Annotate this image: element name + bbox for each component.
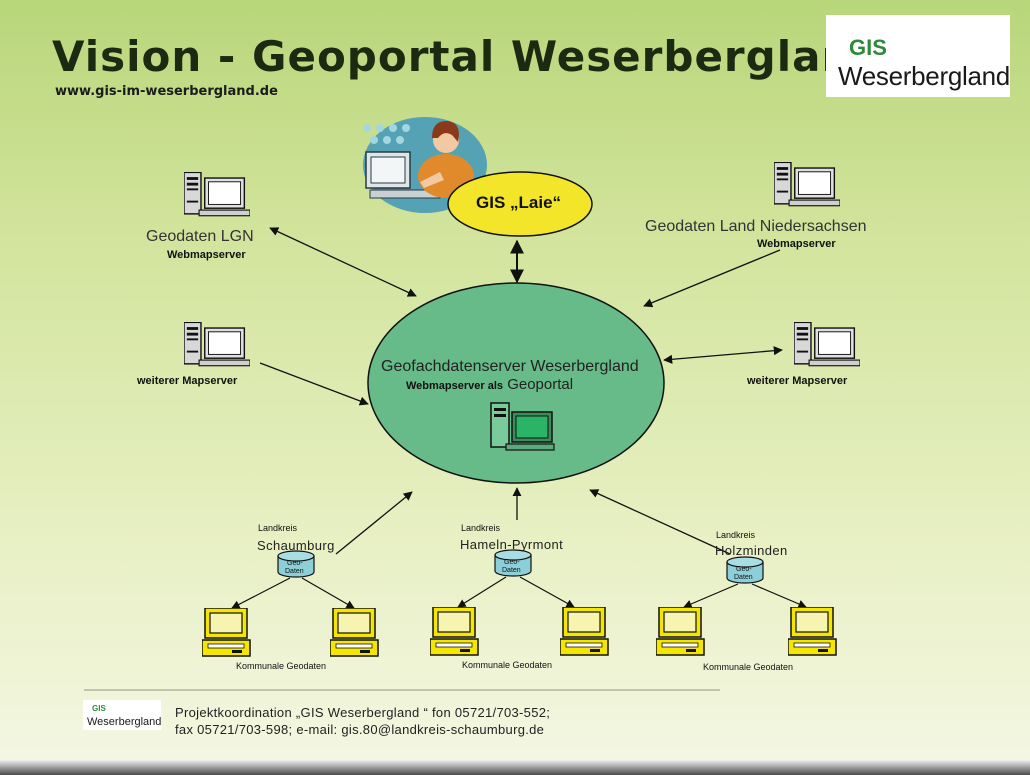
db-holzminden-l1: Geo- bbox=[736, 566, 752, 573]
db-holzminden-l2: Daten bbox=[734, 574, 753, 581]
server-icon-right bbox=[794, 322, 860, 367]
footer-logo-weserbergland-text: Weserbergland bbox=[87, 716, 162, 728]
nds-sub: Webmapserver bbox=[757, 238, 836, 250]
district-holzminden-small: Landkreis bbox=[716, 530, 756, 540]
laie-illustration bbox=[363, 117, 487, 213]
db-schaumburg-l1: Geo- bbox=[287, 560, 303, 567]
left-mapserver-label: weiterer Mapserver bbox=[137, 375, 238, 387]
geoportal-server-icon bbox=[490, 402, 555, 451]
footer-logo bbox=[83, 700, 161, 730]
district-holzminden-footer: Kommunale Geodaten bbox=[703, 662, 794, 672]
db-hameln-l1: Geo- bbox=[504, 559, 520, 566]
bottom-bar bbox=[0, 760, 1030, 775]
district-schaumburg-name: Schaumburg bbox=[257, 538, 335, 553]
logo-gis-text: GIS bbox=[849, 35, 887, 60]
laie-label: GIS „Laie“ bbox=[476, 193, 562, 212]
geoportal-subtitle: Webmapserver als Geoportal bbox=[406, 376, 573, 394]
district-hameln-small: Landkreis bbox=[461, 523, 501, 533]
footer-contact-line1: Projektkoordination „GIS Weserbergland “… bbox=[175, 705, 551, 720]
district-group-holzminden bbox=[656, 556, 837, 656]
server-icon-left bbox=[184, 322, 250, 367]
right-mapserver-label: weiterer Mapserver bbox=[747, 375, 848, 387]
logo bbox=[826, 15, 1010, 97]
website-url: www.gis-im-weserbergland.de bbox=[55, 84, 278, 99]
footer-logo-gis-text: GIS bbox=[92, 704, 106, 713]
geoportal-title: Geofachdatenserver Weserbergland bbox=[381, 358, 639, 375]
laie-ellipse bbox=[447, 171, 593, 237]
lgn-name: Geodaten LGN bbox=[146, 228, 254, 245]
district-group-schaumburg bbox=[202, 550, 379, 657]
page-title: Vision - Geoportal Weserbergland bbox=[52, 32, 884, 81]
footer-contact-line2: fax 05721/703-598; e-mail: gis.80@landkr… bbox=[175, 722, 545, 737]
nds-name: Geodaten Land Niedersachsen bbox=[645, 218, 867, 235]
logo-weserbergland-text: Weserbergland bbox=[838, 61, 1010, 91]
district-schaumburg-footer: Kommunale Geodaten bbox=[236, 661, 327, 671]
geoportal-subtitle-rest: Geoportal bbox=[503, 376, 574, 393]
geoportal-subtitle-bold: Webmapserver als bbox=[406, 380, 504, 392]
server-icon-lgn bbox=[184, 172, 250, 217]
district-schaumburg-small: Landkreis bbox=[258, 523, 298, 533]
db-schaumburg-l2: Daten bbox=[285, 568, 304, 575]
district-hameln-footer: Kommunale Geodaten bbox=[462, 660, 553, 670]
lgn-sub: Webmapserver bbox=[167, 249, 246, 261]
db-hameln-l2: Daten bbox=[502, 567, 521, 574]
district-hameln-name: Hameln-Pyrmont bbox=[460, 537, 564, 552]
district-holzminden-name: Holzminden bbox=[715, 543, 788, 558]
server-icon-nds bbox=[774, 162, 840, 207]
district-group-hameln bbox=[430, 549, 609, 656]
